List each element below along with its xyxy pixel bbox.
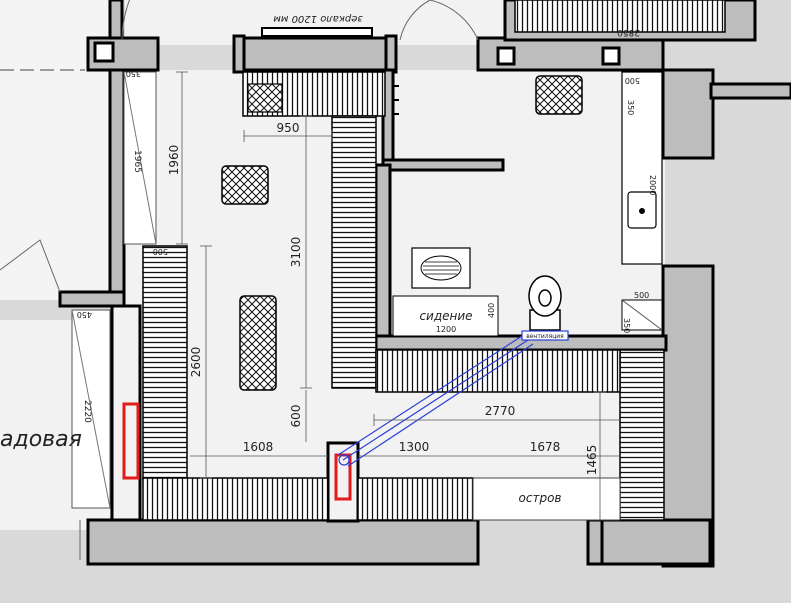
duct-outlet	[521, 330, 569, 341]
dim-label: 3100	[289, 237, 303, 268]
dim-label: 350	[626, 100, 635, 115]
wardrobe-left	[142, 245, 188, 481]
ventilation-duct	[337, 335, 534, 467]
dim-label: 2000	[648, 175, 657, 195]
dim-label: 2770	[485, 404, 516, 418]
wardrobe-bottom-right-col	[619, 349, 665, 521]
faucet-icon	[639, 208, 645, 214]
room-name-label: адовая	[0, 427, 82, 452]
wardrobe-bottom-center	[357, 477, 474, 521]
island	[472, 477, 621, 521]
bath-cushion	[535, 75, 583, 115]
dim-label: 1960	[167, 145, 181, 176]
seat-bench	[392, 295, 499, 337]
wardrobe-bottom-left	[142, 477, 329, 521]
column-marker	[496, 46, 516, 66]
dim-label: 2220	[82, 400, 92, 423]
dim-label: 400	[487, 303, 496, 318]
toilet-icon	[528, 275, 562, 331]
column-marker	[93, 41, 115, 63]
dim-label: 600	[289, 405, 303, 428]
dim-label: 1465	[585, 445, 599, 476]
door-swings	[0, 0, 479, 560]
ottoman-1	[221, 165, 269, 205]
dim-label: 350	[622, 318, 631, 333]
dim-label: 1300	[399, 440, 430, 454]
seat-label: сидение	[419, 309, 472, 323]
dim-label: 350	[126, 69, 141, 78]
red-marker-left	[122, 402, 140, 480]
dim-label: 1678	[530, 440, 561, 454]
duct-label: вентиляция	[526, 333, 564, 340]
wardrobe-center-column	[331, 115, 377, 389]
dim-label: 500	[634, 291, 649, 300]
dimension-lines	[176, 71, 620, 520]
mirror-label: зеркало 1200 мм	[273, 13, 363, 24]
fan-grille-icon	[420, 255, 462, 281]
top-room-shelf	[514, 0, 726, 33]
bench-long	[239, 295, 277, 391]
dim-label: 450	[77, 310, 92, 319]
fan-panel	[411, 247, 471, 289]
bathroom-floor	[390, 70, 660, 340]
mirror-frame	[261, 27, 373, 37]
island-label: остров	[519, 491, 562, 505]
dim-label: 950	[277, 121, 300, 135]
column-marker	[601, 46, 621, 66]
dim-label: 2850	[617, 27, 640, 37]
dim-label: 1200	[436, 325, 456, 334]
wardrobe-under-bathroom	[375, 349, 621, 393]
dim-label: 1608	[243, 440, 274, 454]
dim-label: 2600	[189, 347, 203, 378]
dim-label: 500	[625, 76, 640, 85]
bench-top	[247, 83, 283, 113]
dim-label: 500	[153, 247, 168, 256]
vanity-counter	[621, 71, 663, 265]
wardrobes	[142, 71, 665, 521]
rail	[394, 85, 399, 115]
dim-label: 1965	[132, 150, 142, 173]
